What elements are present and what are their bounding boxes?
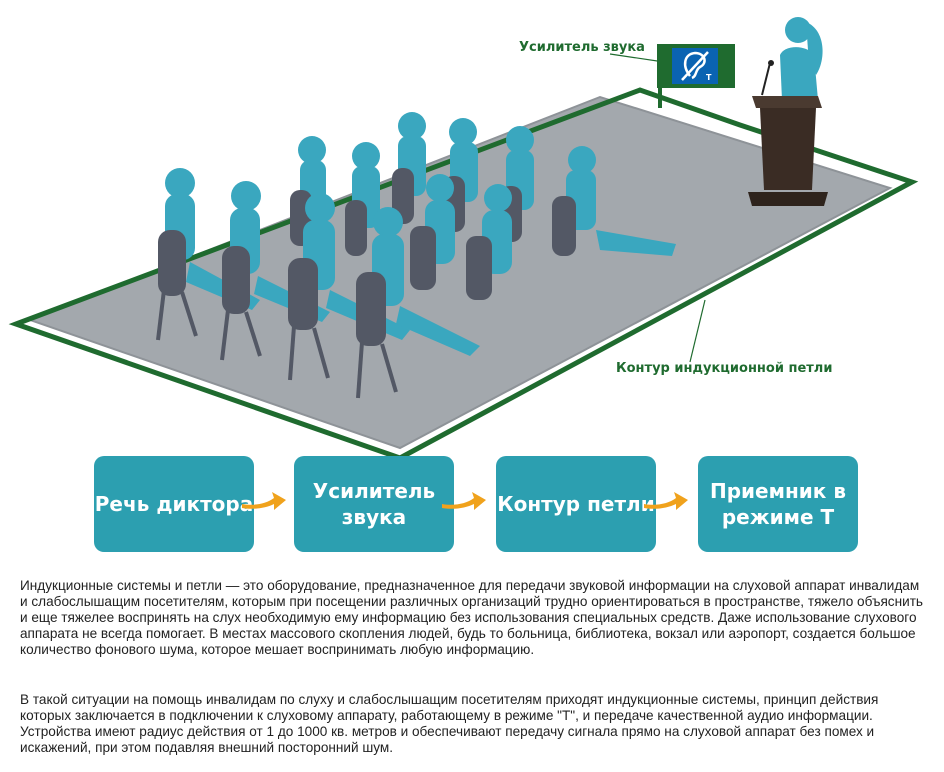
audience — [156, 112, 676, 399]
description-paragraph-1: Индукционные системы и петли — это обору… — [20, 578, 924, 657]
flow-step-speech: Речь диктора — [94, 456, 254, 552]
flow-step-amplifier: Усилитель звука — [294, 456, 454, 552]
flow-arrow-icon — [644, 492, 688, 510]
induction-loop-contour — [8, 87, 919, 460]
amplifier-device: T — [657, 44, 735, 88]
flow-step-receiver: Приемник в режиме Т — [698, 456, 858, 552]
microphone-icon — [768, 60, 774, 66]
flow-arrow-icon — [242, 492, 286, 510]
microphone-stand — [761, 62, 771, 96]
podium — [748, 96, 828, 206]
amplifier-label: Усилитель звука — [519, 40, 645, 55]
amplifier-label-leader — [609, 53, 665, 63]
description-paragraph-2: В такой ситуации на помощь инвалидам по … — [20, 692, 879, 755]
induction-loop-scene: T — [8, 17, 919, 460]
flow-arrow-icon — [442, 492, 486, 510]
loop-label: Контур индукционной петли — [616, 361, 832, 376]
loop-label-leader — [689, 299, 706, 363]
flow-step-loop: Контур петли — [496, 456, 656, 552]
svg-text:T: T — [706, 73, 712, 82]
